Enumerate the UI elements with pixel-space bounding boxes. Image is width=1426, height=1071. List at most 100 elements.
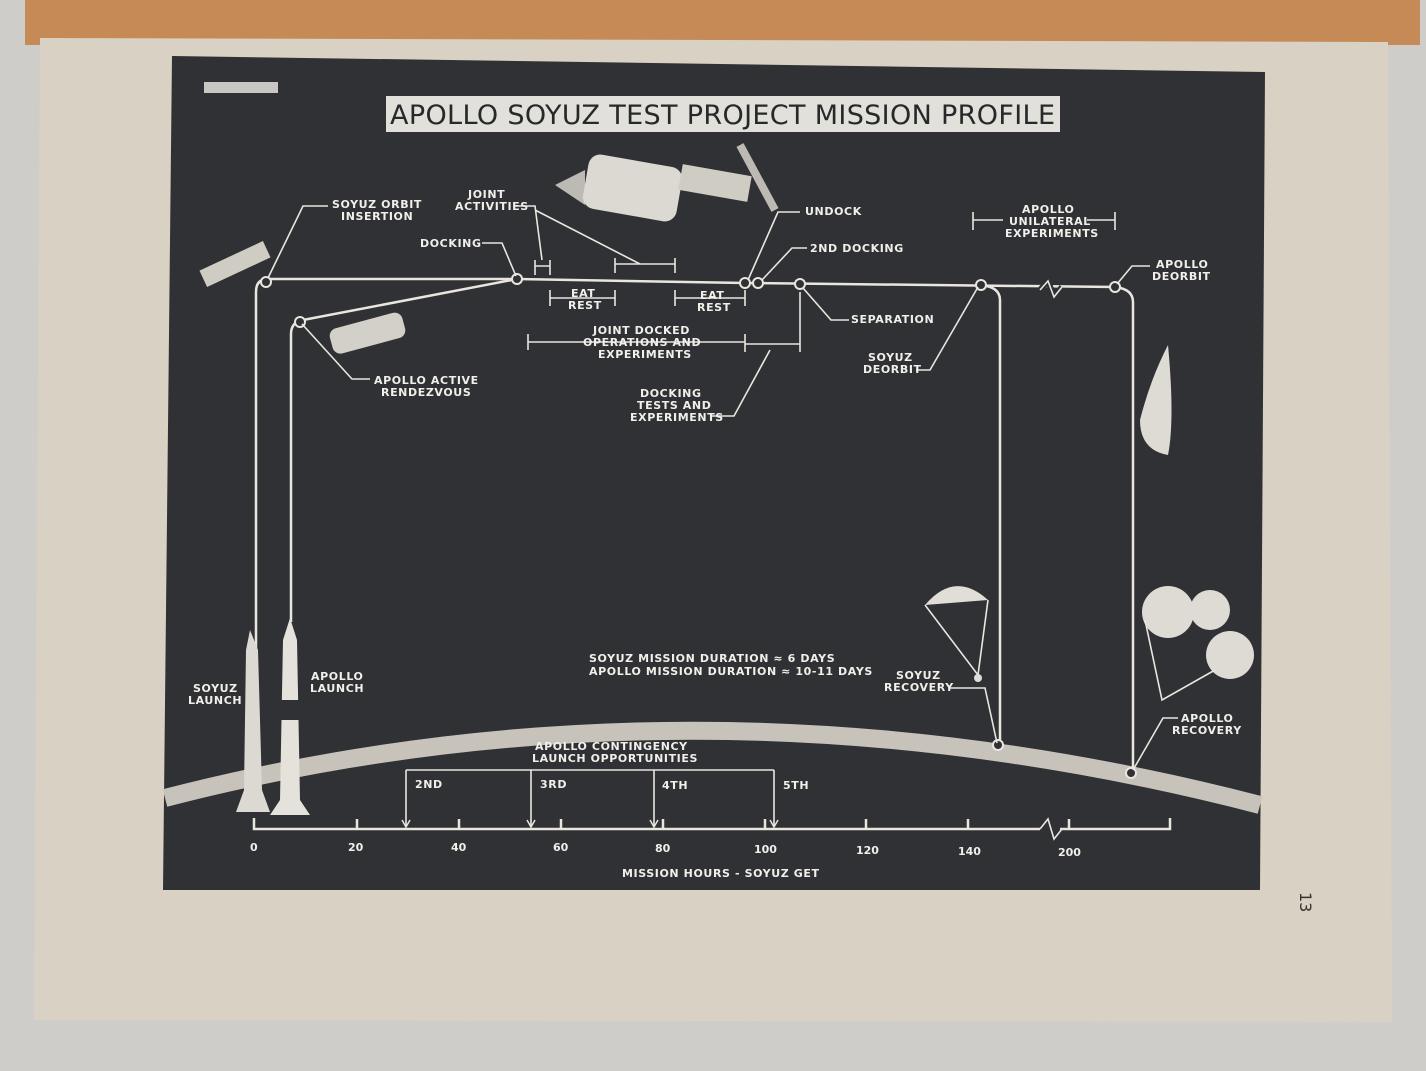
svg-text:4TH: 4TH (662, 779, 688, 792)
label-soyuz-deorbit: SOYUZ DEORBIT (863, 351, 922, 376)
svg-text:INSERTION: INSERTION (341, 210, 413, 223)
svg-text:JOINT DOCKED: JOINT DOCKED (592, 324, 690, 337)
svg-text:OPERATIONS AND: OPERATIONS AND (583, 336, 701, 349)
label-eat-rest-2: EAT REST (697, 289, 731, 314)
node-separation (794, 278, 806, 290)
label-apollo-recovery: APOLLO RECOVERY (1172, 712, 1242, 737)
node-apollo-deorbit (1109, 281, 1121, 293)
eat-rest-bracket-2 (674, 290, 746, 306)
booklet-cover-edge (25, 0, 1420, 45)
svg-text:SOYUZ: SOYUZ (868, 351, 913, 364)
label-apollo-deorbit: APOLLO DEORBIT (1152, 258, 1211, 283)
svg-text:DEORBIT: DEORBIT (863, 363, 922, 376)
svg-text:120: 120 (856, 844, 879, 857)
apollo-spacecraft-icon (329, 312, 406, 354)
apollo-parachutes-icon (1142, 586, 1254, 702)
svg-text:80: 80 (655, 842, 671, 855)
mission-durations: SOYUZ MISSION DURATION ≈ 6 DAYS APOLLO M… (589, 652, 873, 678)
soyuz-parachute-icon (924, 586, 989, 682)
label-apollo-active-rendezvous: APOLLO ACTIVE RENDEZVOUS (374, 374, 479, 399)
2nd-docking-leader (761, 247, 807, 281)
svg-text:TESTS AND: TESTS AND (637, 399, 711, 412)
nasa-id-label (204, 82, 278, 93)
contingency-opportunities: APOLLO CONTINGENCY LAUNCH OPPORTUNITIES … (401, 740, 809, 829)
apollo-deorbit-leader (1116, 265, 1150, 285)
apollo-reentry-icon (1140, 345, 1172, 455)
svg-text:SOYUZ: SOYUZ (193, 682, 238, 695)
svg-text:EXPERIMENTS: EXPERIMENTS (1005, 227, 1099, 240)
apollo-unilateral-bracket (972, 212, 1116, 230)
label-soyuz-recovery: SOYUZ RECOVERY (884, 669, 954, 694)
label-soyuz-orbit-insertion: SOYUZ ORBIT INSERTION (332, 198, 422, 223)
page-title: APOLLO SOYUZ TEST PROJECT MISSION PROFIL… (390, 100, 1055, 131)
title-box (386, 96, 1060, 132)
apollo-rendezvous-leader (301, 323, 370, 380)
joint-docked-bracket (527, 292, 801, 352)
svg-text:EAT: EAT (571, 287, 595, 300)
soyuz-rocket-icon (236, 630, 270, 812)
svg-text:100: 100 (754, 843, 777, 856)
soyuz-orbit-leader (267, 205, 328, 279)
diagram-panel (163, 56, 1265, 890)
node-apollo-recovery (1125, 767, 1137, 779)
label-joint-activities: JOINT ACTIVITIES (455, 188, 529, 213)
time-axis: 0 20 40 60 80 100 120 140 200 MISSION HO… (250, 817, 1172, 880)
label-2nd-docking: 2ND DOCKING (810, 242, 904, 255)
docking-tests-leader (712, 349, 771, 417)
svg-text:RECOVERY: RECOVERY (1172, 724, 1242, 737)
saturn-rocket-icon (270, 618, 310, 815)
svg-text:40: 40 (451, 841, 467, 854)
apollo-recovery-leader (1132, 717, 1178, 771)
svg-text:0: 0 (250, 841, 258, 854)
earth-horizon (162, 721, 1263, 814)
time-break-icon (1039, 279, 1063, 299)
label-apollo-launch: APOLLO LAUNCH (310, 670, 364, 695)
docking-leader (482, 242, 517, 277)
separation-leader (802, 287, 849, 321)
label-eat-rest-1: EAT REST (568, 287, 601, 312)
svg-text:DEORBIT: DEORBIT (1152, 270, 1211, 283)
svg-text:EXPERIMENTS: EXPERIMENTS (598, 348, 692, 361)
soyuz-spacecraft-icon (199, 241, 271, 287)
label-docking-tests: DOCKING TESTS AND EXPERIMENTS (630, 387, 724, 424)
docked-spacecraft-icon (555, 143, 779, 222)
svg-text:JOINT: JOINT (467, 188, 505, 201)
node-undock (739, 277, 751, 289)
joint-activities-brackets (515, 205, 676, 275)
svg-text:SOYUZ ORBIT: SOYUZ ORBIT (332, 198, 422, 211)
svg-text:20: 20 (348, 841, 364, 854)
svg-text:3RD: 3RD (540, 778, 567, 791)
svg-text:5TH: 5TH (783, 779, 809, 792)
svg-text:ACTIVITIES: ACTIVITIES (455, 200, 529, 213)
node-soyuz-orbit (260, 276, 272, 288)
svg-text:SOYUZ MISSION DURATION ≈ 6 DAY: SOYUZ MISSION DURATION ≈ 6 DAYS (589, 652, 835, 665)
label-docking: DOCKING (420, 237, 482, 250)
svg-text:REST: REST (697, 301, 731, 314)
svg-text:APOLLO CONTINGENCY: APOLLO CONTINGENCY (535, 740, 688, 753)
label-apollo-unilateral: APOLLO UNILATERAL EXPERIMENTS (1005, 203, 1099, 240)
svg-text:EAT: EAT (700, 289, 724, 302)
node-soyuz-recovery (992, 739, 1004, 751)
svg-text:APOLLO: APOLLO (1181, 712, 1234, 725)
svg-text:RECOVERY: RECOVERY (884, 681, 954, 694)
eat-rest-bracket-1 (549, 290, 616, 306)
undock-leader (747, 211, 800, 281)
label-separation: SEPARATION (851, 313, 934, 326)
node-docking (511, 273, 523, 285)
svg-text:APOLLO: APOLLO (1156, 258, 1209, 271)
soyuz-recovery-leader (950, 687, 998, 744)
node-2nd-docking (752, 277, 764, 289)
axis-label: MISSION HOURS - SOYUZ GET (622, 867, 820, 880)
svg-text:APOLLO MISSION DURATION ≈ 10-1: APOLLO MISSION DURATION ≈ 10-11 DAYS (589, 665, 873, 678)
svg-text:60: 60 (553, 841, 569, 854)
svg-text:RENDEZVOUS: RENDEZVOUS (381, 386, 471, 399)
svg-text:LAUNCH OPPORTUNITIES: LAUNCH OPPORTUNITIES (532, 752, 698, 765)
svg-text:LAUNCH: LAUNCH (188, 694, 242, 707)
svg-text:APOLLO ACTIVE: APOLLO ACTIVE (374, 374, 479, 387)
svg-text:UNILATERAL: UNILATERAL (1009, 215, 1091, 228)
svg-text:APOLLO: APOLLO (1022, 203, 1075, 216)
label-joint-docked: JOINT DOCKED OPERATIONS AND EXPERIMENTS (583, 324, 701, 361)
svg-text:EXPERIMENTS: EXPERIMENTS (630, 411, 724, 424)
svg-text:200: 200 (1058, 846, 1081, 859)
